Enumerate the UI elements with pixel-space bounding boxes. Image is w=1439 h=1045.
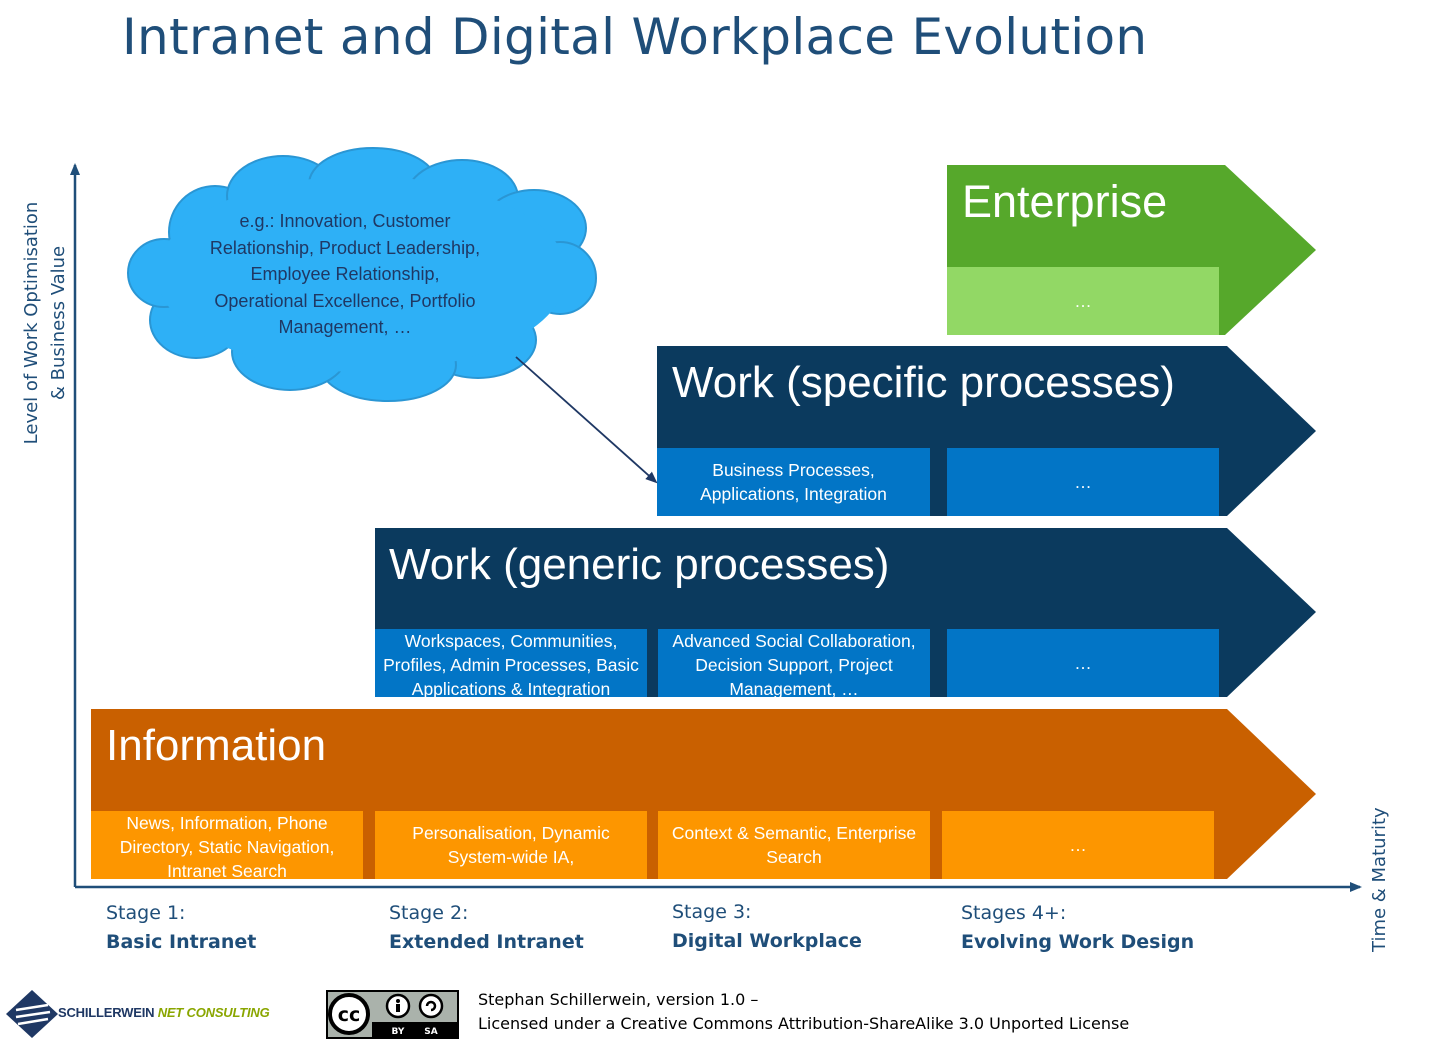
cell-text-line: Intranet Search [167, 861, 287, 879]
cell-text-line: … [1074, 472, 1092, 492]
x-axis-label: Time & Maturity [1369, 807, 1390, 952]
cell-text-line: Management, … [729, 679, 859, 697]
cc-sa-label: SA [424, 1027, 437, 1037]
cell-text-line: Decision Support, Project [695, 655, 893, 675]
y-axis-label-line-2: & Business Value [48, 245, 69, 401]
cloud-text-line: Relationship, Product Leadership, [209, 237, 481, 258]
work-generic-band-title: Work (generic processes) [389, 540, 890, 589]
work-generic-cell: Advanced Social Collaboration, Decision … [658, 629, 930, 697]
stage-name: Basic Intranet [106, 931, 257, 953]
cell-text-line: Search [766, 847, 822, 867]
cell-text-line: … [1069, 835, 1087, 855]
work-generic-cell: Workspaces, Communities, Profiles, Admin… [375, 629, 647, 697]
cell-text-line: System-wide IA, [447, 847, 575, 867]
stage-name: Evolving Work Design [961, 931, 1195, 953]
cell-text-line: Directory, Static Navigation, [119, 837, 335, 857]
cell-text-line: Business Processes, [712, 460, 875, 480]
stage-label: Stage 2: Extended Intranet [389, 899, 584, 957]
information-cell-bg-4 [942, 811, 1214, 879]
work-generic-cell: … [947, 629, 1219, 697]
work-specific-cell-bg-2 [947, 448, 1219, 516]
information-cell-bg-1 [91, 811, 363, 879]
information-cell: Personalisation, Dynamic System-wide IA, [375, 811, 647, 879]
stage-label: Stages 4+: Evolving Work Design [961, 899, 1194, 957]
logo-accent: NET CONSULTING [157, 1005, 270, 1020]
y-axis-label-line-1: Level of Work Optimisation [21, 201, 42, 445]
cc-icon-label: cc [338, 1004, 361, 1026]
company-logo-mark [6, 990, 58, 1038]
information-cell: News, Information, Phone Directory, Stat… [91, 811, 363, 879]
information-cell-bg-3 [658, 811, 930, 879]
cloud-text-line: Employee Relationship, [250, 264, 440, 284]
logo-name: SCHILLERWEIN [58, 1005, 155, 1020]
enterprise-band-title: Enterprise [962, 176, 1168, 227]
information-band-title: Information [106, 721, 327, 770]
work-specific-band-title: Work (specific processes) [672, 358, 1175, 407]
footer-author: Stephan Schillerwein, version 1.0 – [478, 990, 759, 1009]
enterprise-cell-bg-1 [947, 267, 1219, 335]
cell-text-line: Context & Semantic, Enterprise [671, 823, 917, 843]
information-cell-bg-2 [375, 811, 647, 879]
cloud-text: e.g.: Innovation, Customer Relationship,… [200, 208, 490, 341]
stage-name: Extended Intranet [389, 931, 584, 953]
stage-label: Stage 3: Digital Workplace [672, 898, 862, 956]
cloud-pointer-arrow [515, 356, 658, 484]
cloud-text-line: Management, … [278, 317, 412, 337]
stage-name: Digital Workplace [672, 930, 862, 952]
stage-number: Stage 2: [389, 902, 469, 924]
company-logo-text: SCHILLERWEIN NET CONSULTING [58, 1005, 270, 1020]
work-generic-cell-bg-2 [658, 629, 930, 697]
cell-text-line: Personalisation, Dynamic [412, 823, 610, 843]
y-axis-label: Level of Work Optimisation & Business Va… [18, 188, 72, 458]
work-specific-cell-bg-1 [657, 448, 930, 516]
cell-text-line: Workspaces, Communities, [404, 631, 618, 651]
work-generic-cell-bg-3 [947, 629, 1219, 697]
cell-text-line: … [1074, 653, 1092, 673]
cell-text-line: Profiles, Admin Processes, Basic [383, 655, 639, 675]
cloud-text-line: e.g.: Innovation, Customer [239, 211, 451, 231]
cloud-text-line: Operational Excellence, Portfolio [214, 290, 476, 311]
enterprise-cell: … [947, 267, 1219, 335]
cell-text-line: … [1074, 291, 1092, 311]
license-footer: Stephan Schillerwein, version 1.0 – Lice… [478, 988, 1129, 1036]
cc-license-badge [326, 990, 459, 1039]
cell-text-line: Applications & Integration [411, 679, 611, 697]
stage-number: Stages 4+: [961, 902, 1067, 924]
information-cell: Context & Semantic, Enterprise Search [658, 811, 930, 879]
stage-number: Stage 1: [106, 902, 186, 924]
information-cell: … [942, 811, 1214, 879]
cloud-fill [157, 176, 567, 372]
cc-by-label: BY [392, 1027, 405, 1037]
stage-number: Stage 3: [672, 901, 752, 923]
cell-text-line: Applications, Integration [700, 484, 887, 504]
footer-license: Licensed under a Creative Commons Attrib… [478, 1014, 1130, 1033]
work-generic-cell-bg-1 [375, 629, 647, 697]
work-specific-cell: … [947, 448, 1219, 516]
cell-text-line: Advanced Social Collaboration, [672, 631, 916, 651]
cell-text-line: News, Information, Phone [126, 813, 328, 833]
stage-label: Stage 1: Basic Intranet [106, 899, 256, 957]
work-specific-cell: Business Processes, Applications, Integr… [657, 448, 930, 516]
page-title: Intranet and Digital Workplace Evolution [122, 8, 1148, 66]
